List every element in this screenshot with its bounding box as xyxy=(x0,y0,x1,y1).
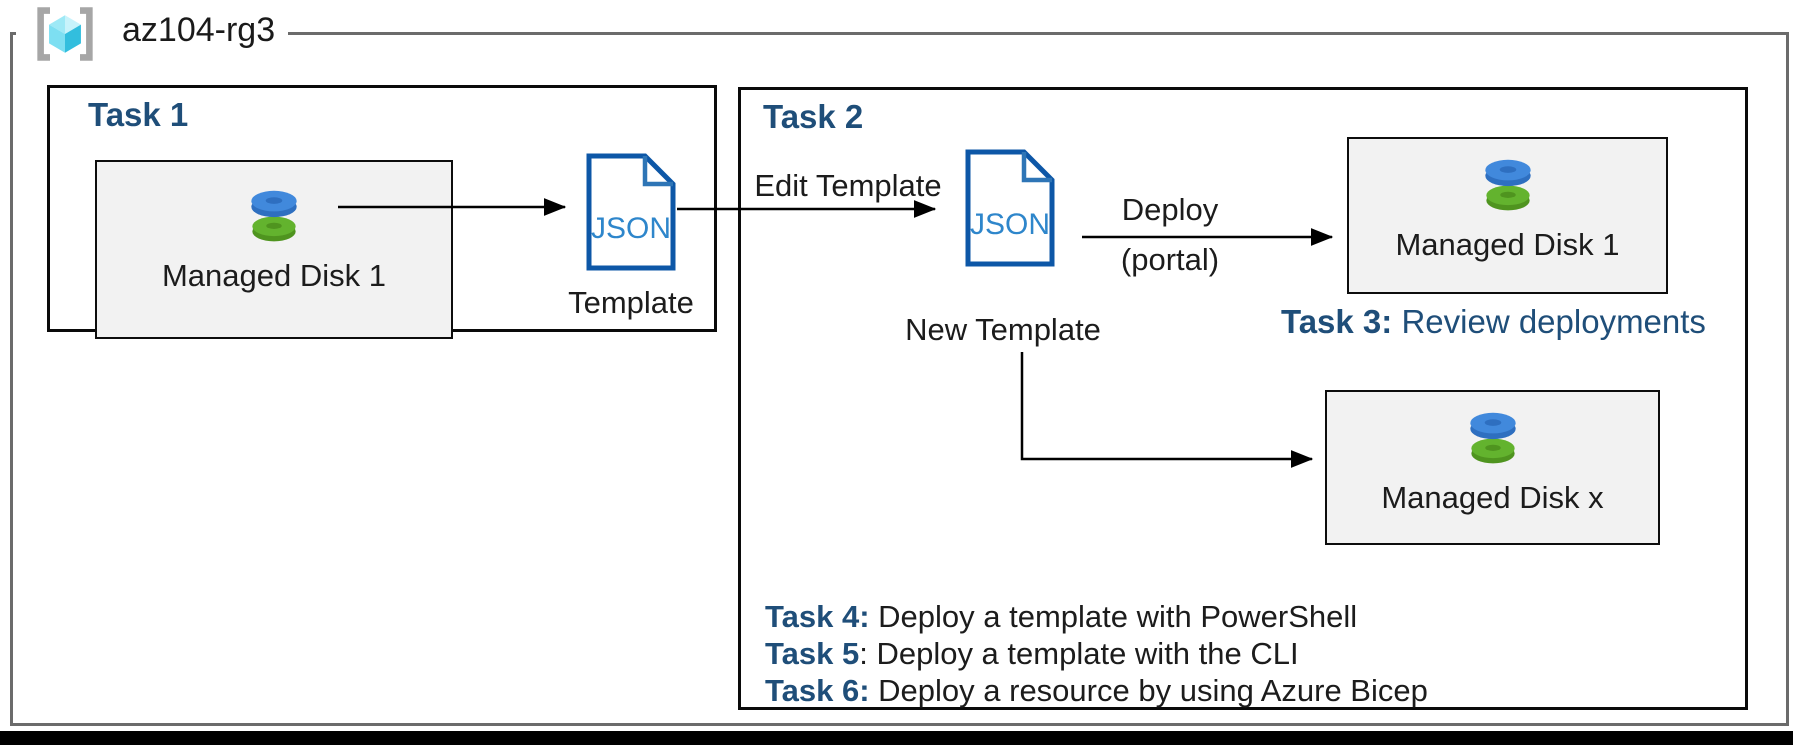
task4-line: Task 4: Deploy a template with PowerShel… xyxy=(765,598,1428,635)
json-doc-label: JSON xyxy=(591,212,671,245)
bottom-bar xyxy=(0,731,1793,745)
managed-disk-x-box: Managed Disk x xyxy=(1325,390,1660,545)
task4-prefix: Task 4: xyxy=(765,599,870,634)
deploy-portal-arrow-label: (portal) xyxy=(1120,242,1220,277)
managed-disk-icon xyxy=(1484,159,1531,211)
task1-title: Task 1 xyxy=(88,96,189,133)
resource-group-label: az104-rg3 xyxy=(122,11,276,49)
template-caption: Template xyxy=(568,285,694,320)
managed-disk-1-label: Managed Disk 1 xyxy=(161,258,386,293)
task3-line: Task 3: Review deployments xyxy=(1281,303,1706,341)
managed-disk-1-box-task1: Managed Disk 1 xyxy=(95,160,453,339)
managed-disk-1-label: Managed Disk 1 xyxy=(1395,227,1620,262)
managed-disk-x-label: Managed Disk x xyxy=(1381,480,1604,515)
json-doc-label: JSON xyxy=(970,208,1050,241)
managed-disk-1-box-task2: Managed Disk 1 xyxy=(1347,137,1668,294)
task5-prefix: Task 5 xyxy=(765,636,860,671)
task3-prefix: Task 3: xyxy=(1281,303,1393,340)
edit-template-arrow-label: Edit Template xyxy=(754,168,942,203)
resource-group-icon xyxy=(37,7,93,61)
managed-disk-icon xyxy=(251,190,297,242)
task6-prefix: Task 6: xyxy=(765,673,870,708)
task2-title: Task 2 xyxy=(763,98,864,135)
task3-text: Review deployments xyxy=(1392,303,1706,340)
task6-text: Deploy a resource by using Azure Bicep xyxy=(869,673,1428,708)
task4-text: Deploy a template with PowerShell xyxy=(869,599,1358,634)
task-list: Task 4: Deploy a template with PowerShel… xyxy=(765,598,1428,709)
task5-line: Task 5: Deploy a template with the CLI xyxy=(765,635,1428,672)
new-template-caption: New Template xyxy=(905,312,1101,347)
task5-text: : Deploy a template with the CLI xyxy=(859,636,1299,671)
json-document-icon: JSON xyxy=(586,153,676,271)
boundary-label-gap xyxy=(16,29,288,38)
deploy-arrow-label: Deploy xyxy=(1121,192,1219,227)
resource-group-boundary xyxy=(10,32,1789,726)
json-document-icon: JSON xyxy=(965,149,1055,267)
task6-line: Task 6: Deploy a resource by using Azure… xyxy=(765,672,1428,709)
managed-disk-icon xyxy=(1469,412,1516,464)
